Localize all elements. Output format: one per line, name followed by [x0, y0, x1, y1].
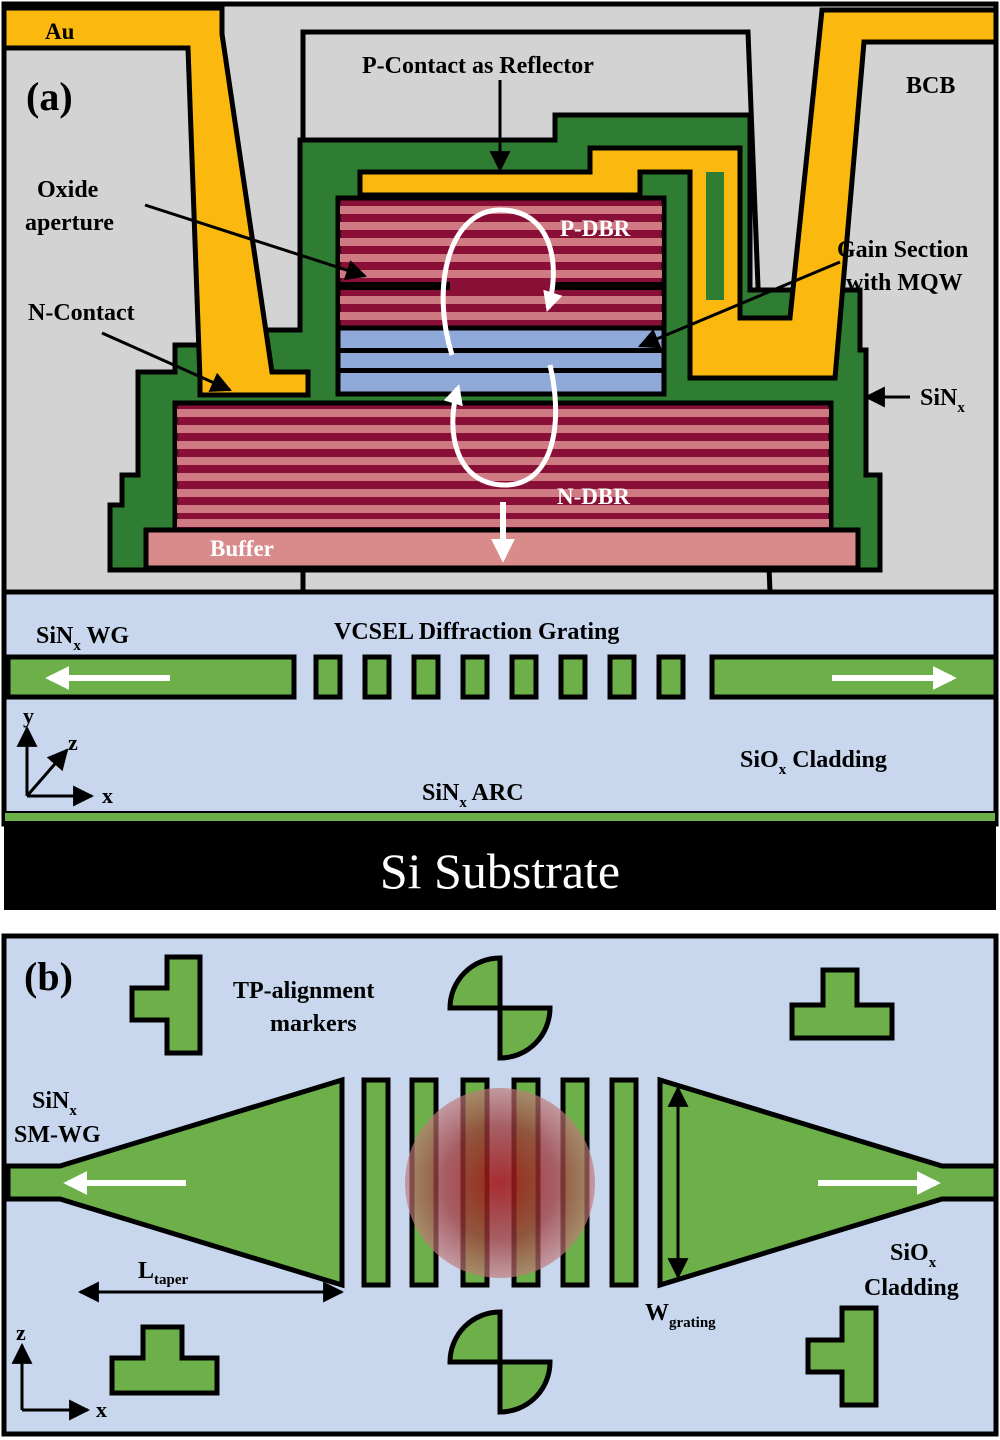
oxide-aperture-layer-right: [555, 282, 662, 290]
au-trace-right: [357, 7, 999, 381]
smwg-label-2: SM-WG: [14, 1122, 101, 1148]
panel-a-tag: (a): [26, 74, 73, 119]
bcb-inner-right: [706, 172, 724, 300]
alignment-marker-tl: [129, 954, 203, 1056]
wg-label: SiNx WG: [36, 623, 129, 654]
alignment-marker-br: [805, 1305, 879, 1408]
oxide-label-1: Oxide: [37, 177, 99, 203]
mqw-gain-section: [335, 325, 667, 397]
au-label: Au: [45, 19, 75, 44]
clad-label-b-2: Cladding: [864, 1275, 959, 1301]
n-contact-pointer: [101, 331, 232, 392]
axis-x-b: x: [96, 1397, 107, 1422]
cavity-arrow-lower: [443, 364, 559, 488]
gain-pointer: [638, 260, 841, 349]
panel-b: (b) TP-alignment markers SiNx SM-WG Ltap…: [1, 933, 999, 1437]
p-contact-label: P-Contact as Reflector: [362, 53, 594, 79]
substrate-label: Si Substrate: [380, 843, 620, 899]
buffer-label: Buffer: [210, 536, 274, 561]
oxide-pointer: [144, 203, 367, 281]
markers-label-2: markers: [270, 1011, 357, 1037]
smwg-label-1: SiNx: [32, 1088, 77, 1119]
alignment-marker-tr: [789, 967, 895, 1041]
alignment-marker-bl: [109, 1324, 220, 1396]
sinx-arc-layer: [3, 811, 997, 823]
panel-b-tag: (b): [24, 954, 73, 999]
sinx-label: SiNx: [920, 385, 965, 416]
gain-label-1: Gain Section: [837, 237, 968, 263]
w-grating-label: Wgrating: [645, 1300, 716, 1331]
cavity-arrow-upper: [440, 207, 563, 356]
si-substrate: [4, 824, 996, 910]
axes-b: [11, 1342, 91, 1421]
clad-label-b-1: SiOx: [890, 1240, 937, 1271]
alignment-marker-top: [447, 955, 553, 1061]
axis-z-b: z: [16, 1320, 26, 1345]
gain-label-2: with MQW: [846, 270, 963, 296]
diffraction-grating: [313, 654, 686, 700]
au-trace-left: [1, 5, 311, 398]
n-contact-label: N-Contact: [28, 300, 135, 326]
p-dbr-label: P-DBR: [560, 216, 631, 241]
alignment-marker-bottom: [447, 1309, 553, 1415]
axes-a: [16, 725, 95, 807]
vcsel-beam-spot: [405, 1088, 595, 1278]
arc-label: SiNx ARC: [422, 780, 524, 811]
sio-cladding-a: [1, 589, 999, 827]
axis-x-a: x: [102, 783, 113, 808]
axis-z-a: z: [68, 730, 78, 755]
bcb-label: BCB: [906, 73, 955, 99]
oxide-label-2: aperture: [25, 210, 114, 236]
l-taper-label: Ltaper: [138, 1258, 189, 1288]
markers-label-1: TP-alignment: [233, 978, 374, 1004]
n-dbr-label: N-DBR: [557, 484, 630, 509]
grating-label: VCSEL Diffraction Grating: [334, 619, 619, 645]
panel-a: (a) Au BCB P-Contact as Reflector Oxide …: [1, 1, 999, 910]
axis-y-a: y: [23, 703, 34, 728]
oxide-aperture-layer: [340, 282, 450, 290]
clad-label-a: SiOx Cladding: [740, 747, 887, 778]
